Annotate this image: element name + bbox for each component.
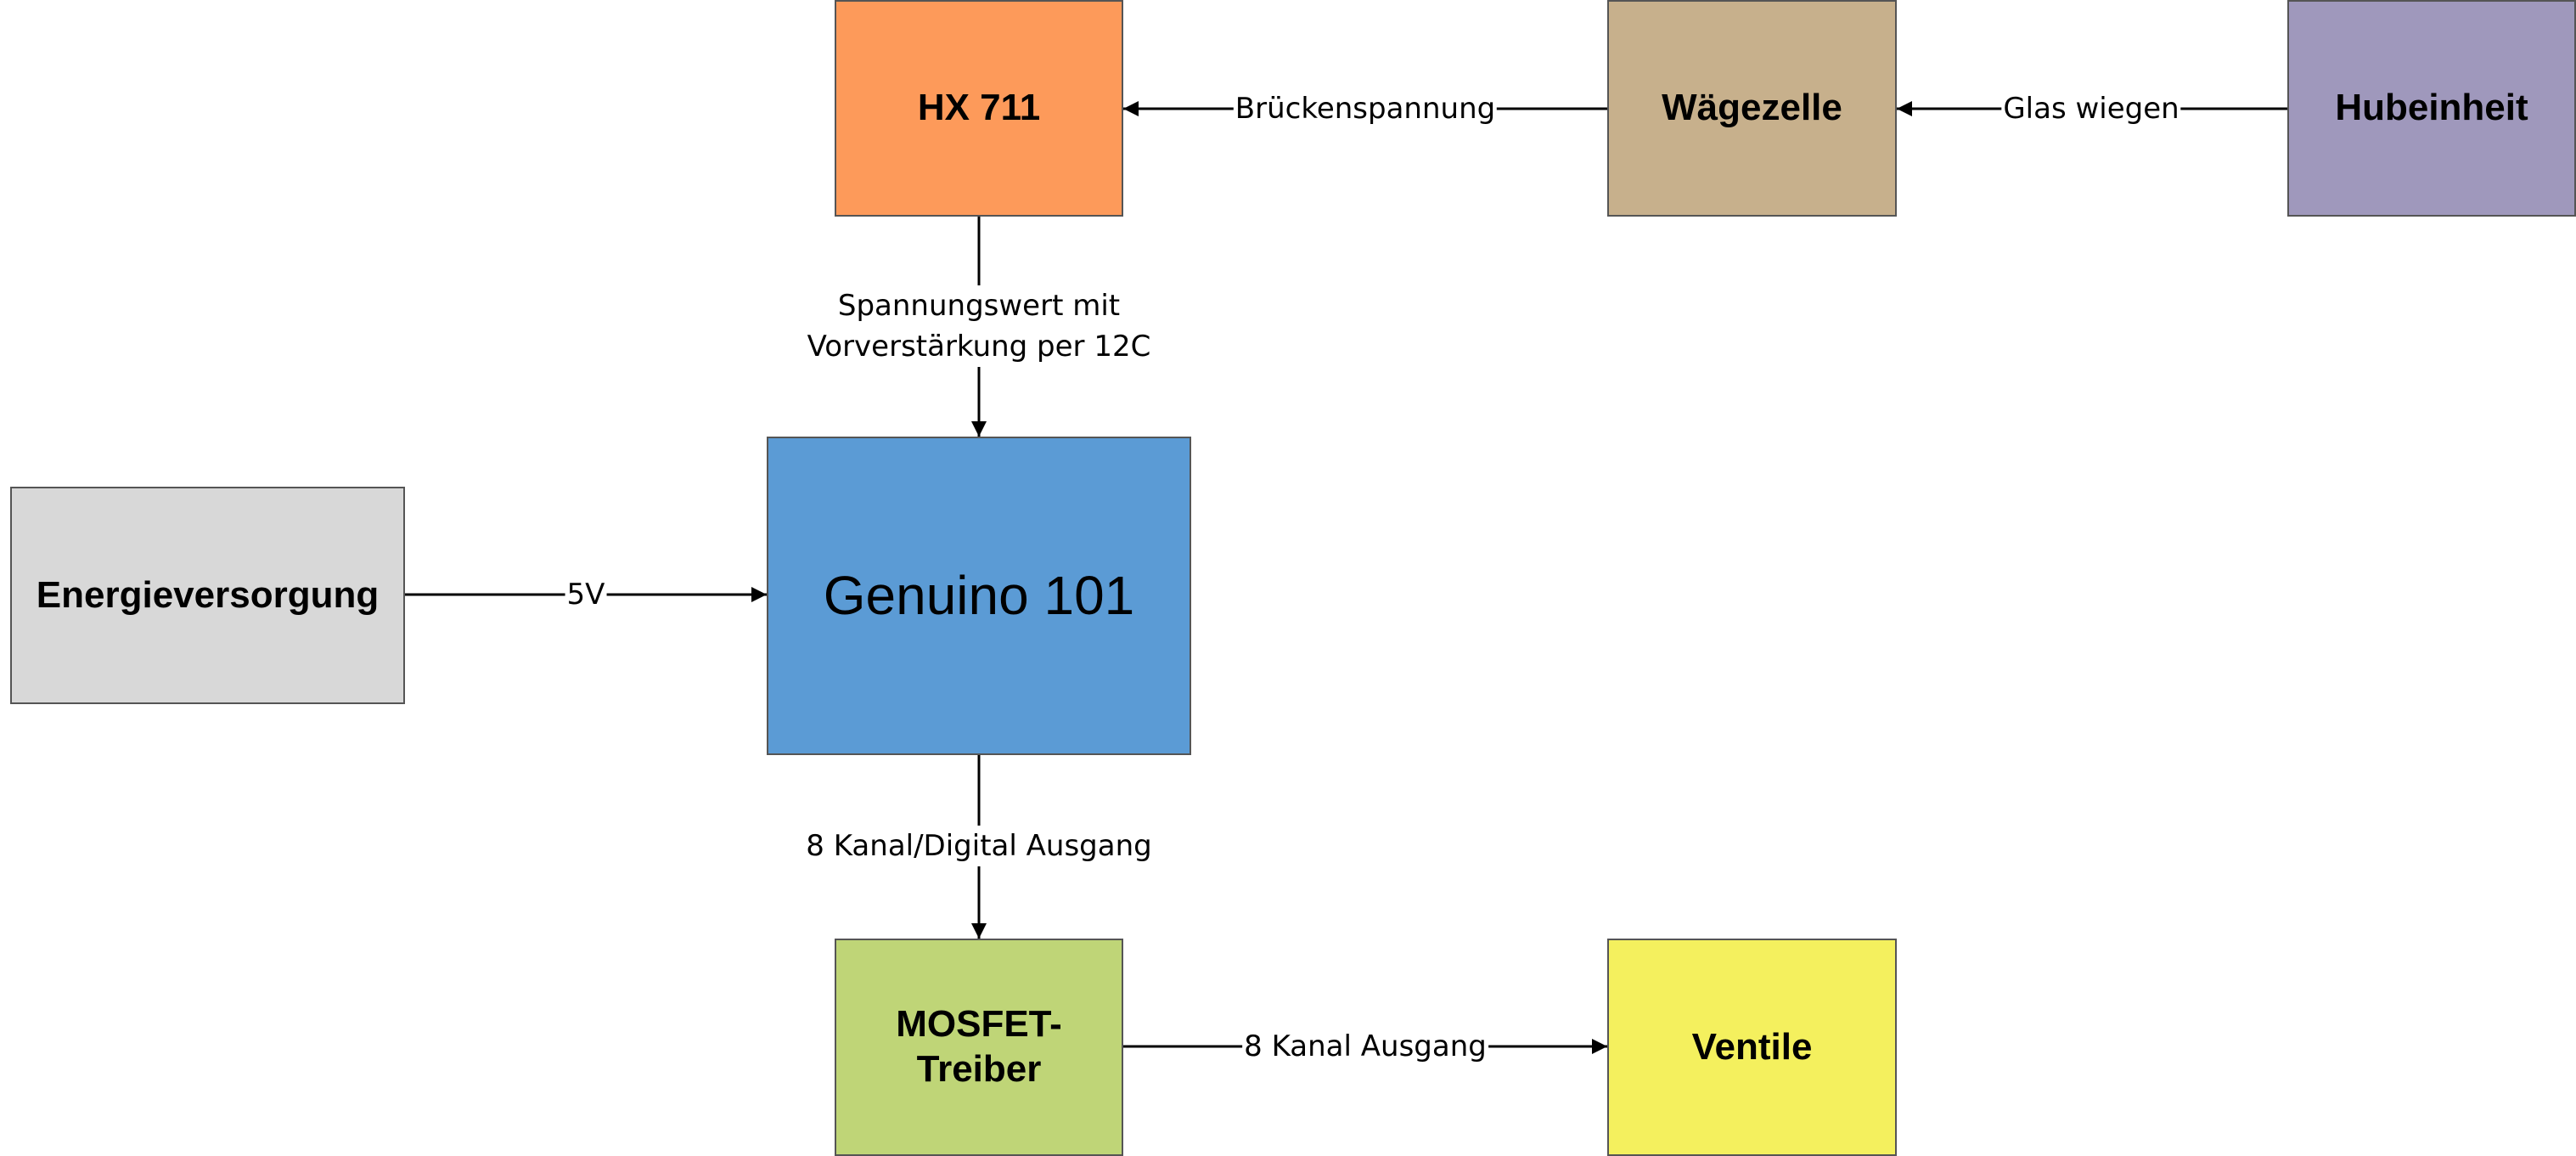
node-waegezelle-label: Wägezelle (1662, 87, 1842, 129)
node-genuino: Genuino 101 (767, 437, 1191, 755)
edge-label-8-kanal-ausgang: 8 Kanal Ausgang (1242, 1026, 1488, 1067)
node-mosfet-label: MOSFET- Treiber (896, 1003, 1062, 1090)
edge-label-glas-wiegen: Glas wiegen (2001, 88, 2181, 129)
edge-label-spannungswert: Spannungswert mit Vorverstärkung per 12C (805, 285, 1153, 367)
node-energieversorgung-label: Energieversorgung (36, 573, 380, 616)
node-hx711: HX 711 (835, 0, 1123, 217)
node-energieversorgung: Energieversorgung (10, 487, 405, 704)
node-ventile: Ventile (1607, 939, 1897, 1156)
node-hx711-label: HX 711 (917, 87, 1041, 129)
node-ventile-label: Ventile (1691, 1025, 1813, 1068)
edge-label-5v: 5V (565, 574, 607, 615)
node-genuino-label: Genuino 101 (823, 565, 1135, 627)
node-hubeinheit-label: Hubeinheit (2335, 87, 2528, 129)
edge-label-8-kanal-digital: 8 Kanal/Digital Ausgang (804, 826, 1154, 866)
node-mosfet: MOSFET- Treiber (835, 939, 1123, 1156)
edge-label-brueckenspannung: Brückenspannung (1233, 88, 1498, 129)
node-hubeinheit: Hubeinheit (2287, 0, 2576, 217)
node-waegezelle: Wägezelle (1607, 0, 1897, 217)
